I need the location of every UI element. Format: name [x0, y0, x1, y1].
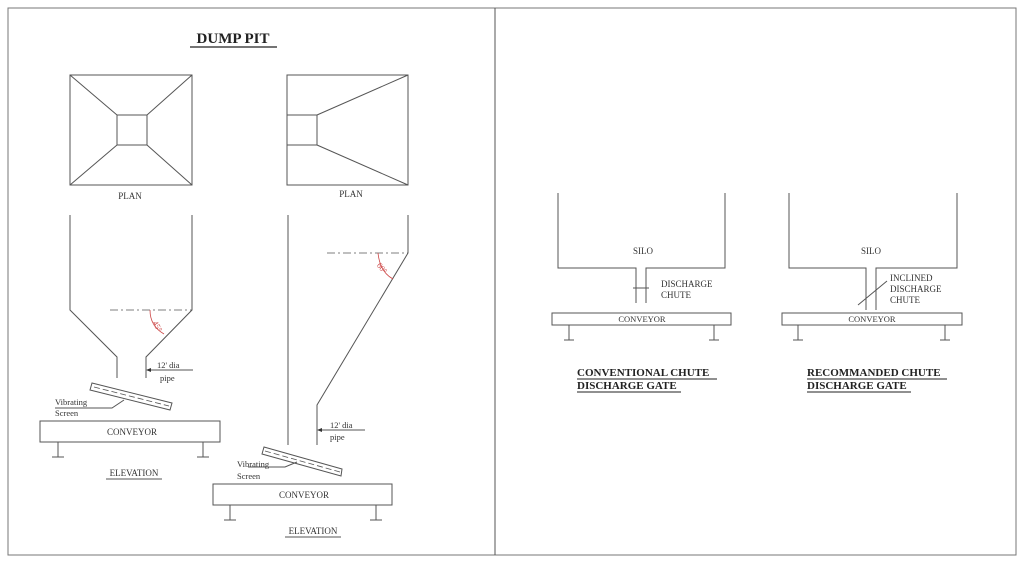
- elevation-label-2: ELEVATION: [289, 526, 338, 536]
- plan-1-drawing: [69, 74, 193, 186]
- plan-2-drawing: [286, 74, 409, 186]
- elevation-label-1: ELEVATION: [110, 468, 159, 478]
- caption-recommended-line2: DISCHARGE GATE: [807, 380, 907, 392]
- pipe-label-1-line1: 12' dia: [157, 360, 180, 370]
- conveyor-label-2: CONVEYOR: [279, 490, 329, 500]
- chute-label-1-line2: CHUTE: [661, 290, 691, 300]
- chute-label-2-line3: CHUTE: [890, 295, 920, 305]
- caption-conventional-line1: CONVENTIONAL CHUTE: [577, 367, 709, 379]
- silo-label-2: SILO: [861, 246, 882, 256]
- plan-label-1: PLAN: [118, 191, 142, 201]
- pipe-label-2-line1: 12' dia: [330, 420, 353, 430]
- screen-label-2-line2: Screen: [237, 471, 261, 481]
- sheet-border: [7, 7, 1017, 556]
- vibrating-screen-1: [55, 382, 173, 411]
- recommended-silo: [788, 193, 958, 310]
- conveyor-label-1: CONVEYOR: [107, 427, 157, 437]
- screen-label-1-line2: Screen: [55, 408, 79, 418]
- pipe-dimension-1: [146, 368, 193, 372]
- elevation-1-hopper: [69, 215, 193, 378]
- vibrating-screen-2: [248, 446, 343, 477]
- conveyor-1: [39, 420, 221, 458]
- conveyor-2: [212, 483, 393, 521]
- conveyor-label-3: CONVEYOR: [618, 314, 666, 324]
- plan-label-2: PLAN: [339, 189, 363, 199]
- screen-label-1-line1: Vibrating: [55, 397, 88, 407]
- pipe-label-1-line2: pipe: [160, 373, 175, 383]
- silo-label-1: SILO: [633, 246, 654, 256]
- screen-label-2-line1: Vibrating: [237, 459, 270, 469]
- conveyor-label-4: CONVEYOR: [848, 314, 896, 324]
- pipe-label-2-line2: pipe: [330, 432, 345, 442]
- pipe-dimension-2: [317, 428, 365, 432]
- conveyor-4: [781, 312, 963, 341]
- chute-label-2-line2: DISCHARGE: [890, 284, 942, 294]
- caption-conventional-line2: DISCHARGE GATE: [577, 380, 677, 392]
- conveyor-3: [551, 312, 732, 341]
- caption-recommended-line1: RECOMMANDED CHUTE: [807, 367, 941, 379]
- chute-label-2-line1: INCLINED: [890, 273, 933, 283]
- conventional-silo: [557, 193, 726, 303]
- elevation-2-hopper: [287, 215, 409, 445]
- page-title: DUMP PIT: [197, 31, 270, 47]
- chute-label-1-line1: DISCHARGE: [661, 279, 713, 289]
